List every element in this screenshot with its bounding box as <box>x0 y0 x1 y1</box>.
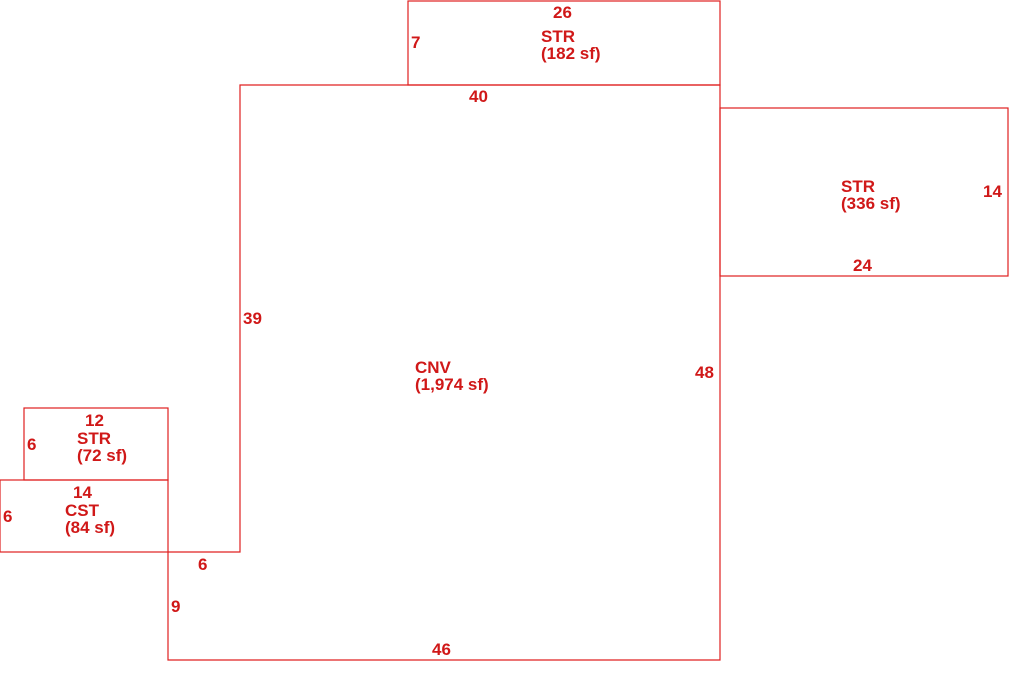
cnv-code: CNV <box>415 358 452 377</box>
str-top-area: (182 sf) <box>541 44 601 63</box>
dim-str-right-height: 14 <box>983 182 1002 201</box>
str-right-outline <box>719 107 1009 277</box>
cst-outline <box>0 479 169 553</box>
str-right-area: (336 sf) <box>841 194 901 213</box>
outlines <box>0 0 1009 661</box>
cst-code: CST <box>65 501 100 520</box>
str-right-code: STR <box>841 177 875 196</box>
area-labels: STR (182 sf) STR (336 sf) CNV (1,974 sf)… <box>65 27 901 537</box>
dim-str-top-width: 26 <box>553 3 572 22</box>
dim-cst-height: 6 <box>3 507 12 526</box>
dim-cnv-step: 6 <box>198 555 207 574</box>
cst-area: (84 sf) <box>65 518 115 537</box>
dim-cnv-left-upper: 39 <box>243 309 262 328</box>
cnv-area: (1,974 sf) <box>415 375 489 394</box>
dim-cnv-bottom: 46 <box>432 640 451 659</box>
str-small-code: STR <box>77 429 111 448</box>
str-top-code: STR <box>541 27 575 46</box>
dim-cnv-right: 48 <box>695 363 714 382</box>
dim-cnv-top: 40 <box>469 87 488 106</box>
dim-str-small-height: 6 <box>27 435 36 454</box>
dim-str-small-width: 12 <box>85 411 104 430</box>
dim-cst-width: 14 <box>73 483 92 502</box>
dim-cnv-left-lower: 9 <box>171 597 180 616</box>
dimension-labels: 26 7 40 14 24 39 48 12 6 14 6 6 9 46 <box>3 3 1002 659</box>
str-small-area: (72 sf) <box>77 446 127 465</box>
dim-str-right-width: 24 <box>853 256 872 275</box>
dim-str-top-height: 7 <box>411 33 420 52</box>
str-top-outline <box>407 0 721 86</box>
